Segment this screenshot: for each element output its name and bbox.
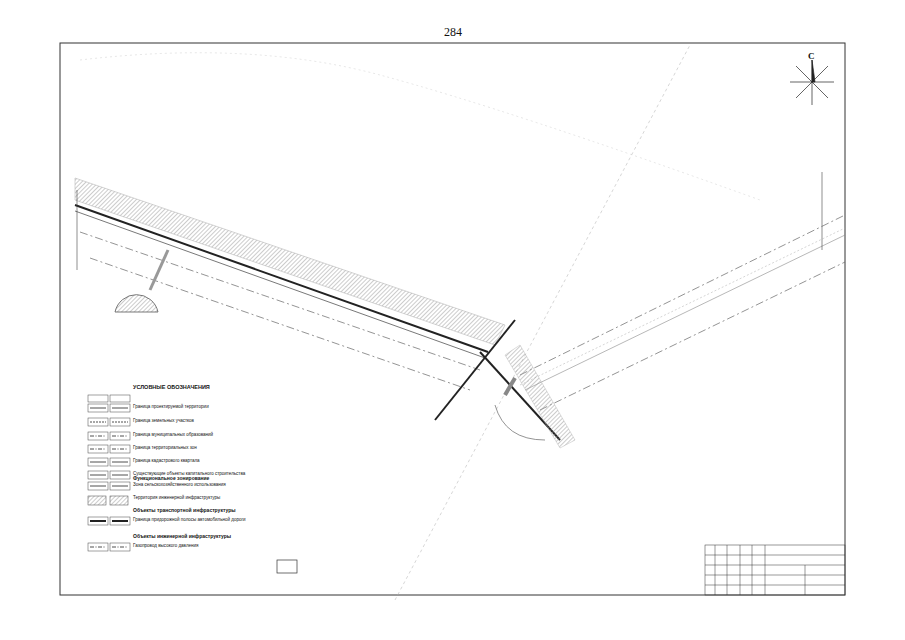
legend-sample-box [110, 517, 130, 525]
legend-sample-line [90, 520, 106, 522]
legend-text: Граница кадастрового квартала [133, 459, 200, 464]
legend-sample-box [110, 471, 130, 479]
legend-sample-line [112, 475, 128, 476]
legend-sample-line [90, 422, 106, 423]
legend-sample-line [112, 449, 128, 450]
legend-sample-box [88, 418, 108, 426]
legend-text: Граница придорожной полосы автомобильной… [133, 518, 246, 523]
legend-sample-line [90, 486, 106, 487]
legend-sample-box [110, 432, 130, 440]
legend-sample-line [90, 408, 106, 409]
legend-sample-line [90, 449, 106, 450]
legend-sample-line [112, 408, 128, 409]
legend-sample-box [88, 432, 108, 440]
legend-sample-line [90, 475, 106, 476]
legend-sample-box [88, 404, 108, 412]
legend-text: Газопровод высокого давления [133, 544, 198, 549]
legend-heading: Объекты транспортной инфраструктуры [133, 508, 236, 514]
legend-heading: Функциональное зонирование [133, 476, 209, 482]
legend-sample-line [112, 547, 128, 548]
legend-sample-line [112, 462, 128, 463]
legend-text: Граница муниципальных образований [133, 433, 213, 438]
legend-sample-line [112, 520, 128, 522]
legend-sample-box [88, 445, 108, 453]
legend-sample-line [90, 436, 106, 437]
legend-sample-box [88, 471, 108, 479]
legend-sample-box [110, 404, 130, 412]
legend-sample-box [110, 458, 130, 466]
legend-sample-box [110, 418, 130, 426]
legend-sample-box [110, 445, 130, 453]
legend-sample-box [88, 458, 108, 466]
legend-sample-line [112, 486, 128, 487]
legend-text: Граница проектируемой территории [133, 405, 209, 410]
legend-text: Граница территориальных зон [133, 446, 197, 451]
legend-sample-line [112, 436, 128, 437]
legend-sample-line [90, 547, 106, 548]
north-label: С [808, 52, 815, 62]
legend-text: Территория инженерной инфраструктуры [133, 496, 220, 501]
legend-text: Существующие объекты капитального строит… [133, 472, 245, 477]
legend-sample-box [88, 543, 108, 551]
page-number: 284 [444, 26, 462, 39]
legend-heading: Объекты инженерной инфраструктуры [133, 534, 231, 540]
legend-sample-line [90, 462, 106, 463]
legend-text: Зона сельскохозяйственного использования [133, 483, 226, 488]
legend-text: Граница земельных участков [133, 419, 194, 424]
legend-sample-box [110, 482, 130, 490]
legend-sample-line [112, 422, 128, 423]
legend-sample-box [88, 517, 108, 525]
legend-title: УСЛОВНЫЕ ОБОЗНАЧЕНИЯ [133, 384, 210, 390]
legend-sample-box [88, 482, 108, 490]
legend-sample-box [110, 543, 130, 551]
